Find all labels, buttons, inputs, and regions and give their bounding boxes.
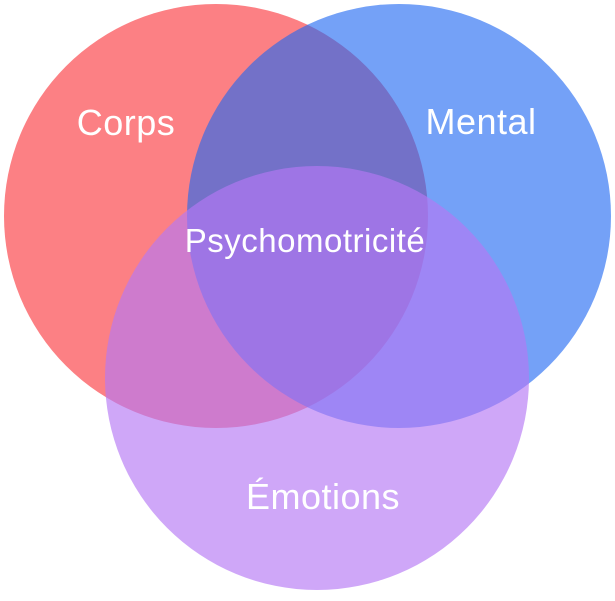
corps-label: Corps — [76, 102, 176, 143]
center-intersection-label: Psychomotricité — [184, 222, 426, 259]
mental-label: Mental — [425, 101, 537, 142]
emotions-circle — [105, 166, 529, 590]
emotions-label: Émotions — [245, 476, 401, 517]
